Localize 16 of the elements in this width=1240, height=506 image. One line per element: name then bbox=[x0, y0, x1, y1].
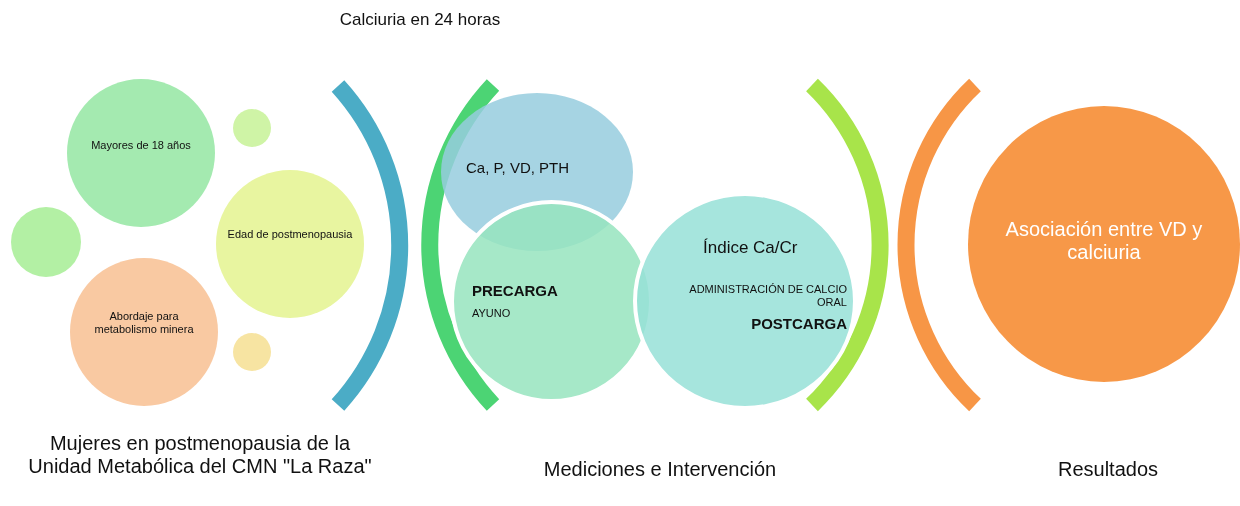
node-text: POSTCARGA bbox=[750, 315, 847, 333]
node-text: Asociación entre VD y calciuria bbox=[1004, 218, 1204, 264]
empty-circle bbox=[233, 333, 271, 371]
empty-circle bbox=[233, 109, 271, 147]
section-label: Mediciones e Intervención bbox=[542, 458, 778, 481]
node-text: Edad de postmenopausia bbox=[226, 228, 354, 241]
node-text: Abordaje para metabolismo minera bbox=[93, 310, 195, 336]
node-text: Mayores de 18 años bbox=[90, 139, 192, 152]
node-text: AYUNO bbox=[472, 307, 512, 320]
node-text: PRECARGA bbox=[472, 282, 559, 300]
section-label: Resultados bbox=[1056, 458, 1160, 481]
node-text: ADMINISTRACIÓN DE CALCIO ORAL bbox=[688, 283, 847, 309]
heading-text: Calciuria en 24 horas bbox=[338, 9, 502, 31]
node-text: Índice Ca/Cr bbox=[703, 238, 799, 258]
node-text: Ca, P, VD, PTH bbox=[466, 159, 571, 177]
section-label: Mujeres en postmenopausia de la Unidad Metabólica del CMN "La Raza" bbox=[27, 432, 373, 478]
